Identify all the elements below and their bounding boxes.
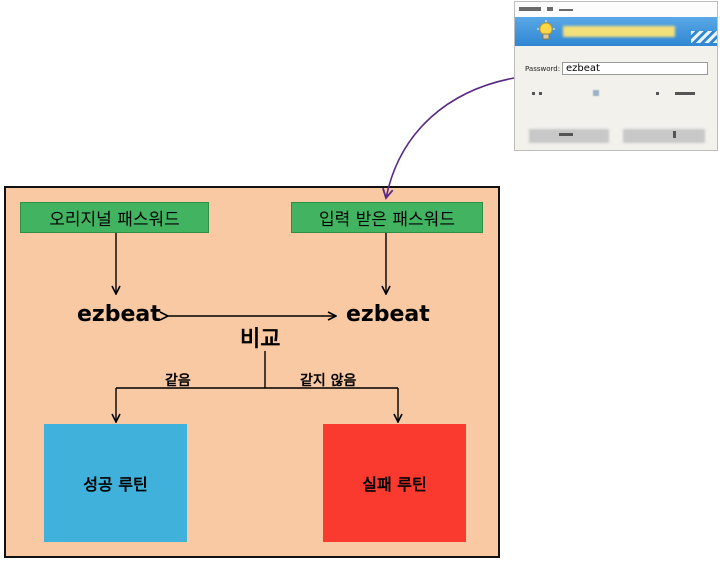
compare-label: 비교	[240, 327, 281, 352]
button-text-blur	[673, 131, 676, 138]
window-to-input-arrow	[382, 77, 515, 200]
failure-routine-box: 실패 루틴	[323, 424, 466, 542]
input-password-value: ezbeat	[346, 302, 430, 327]
lightbulb-icon	[537, 20, 555, 40]
window-title-text-blur	[559, 9, 573, 11]
button-blur-right[interactable]	[623, 129, 705, 143]
original-password-value: ezbeat	[77, 302, 161, 327]
input-password-box: 입력 받은 패스워드	[291, 202, 483, 233]
original-password-box: 오리지널 패스워드	[20, 202, 209, 233]
option-blur	[539, 92, 542, 95]
password-input[interactable]: ezbeat	[562, 62, 708, 75]
failure-routine-label: 실패 루틴	[362, 475, 427, 494]
option-blur	[675, 92, 695, 95]
success-routine-label: 성공 루틴	[83, 475, 148, 494]
banner-title-blur	[563, 26, 675, 37]
option-blur	[593, 90, 599, 96]
not-equal-label: 같지 않음	[300, 373, 357, 389]
button-blur-left[interactable]	[529, 129, 609, 143]
window-banner	[515, 17, 717, 46]
option-blur	[532, 92, 535, 95]
login-window-screenshot: Password: ezbeat	[514, 1, 718, 151]
equal-label: 같음	[165, 373, 191, 389]
window-title-text-blur	[519, 7, 541, 11]
window-title-text-blur	[547, 7, 553, 11]
button-text-blur	[559, 133, 573, 136]
password-label: Password:	[525, 65, 561, 73]
banner-stripes	[691, 31, 717, 43]
option-blur	[656, 92, 659, 95]
success-routine-box: 성공 루틴	[44, 424, 187, 542]
